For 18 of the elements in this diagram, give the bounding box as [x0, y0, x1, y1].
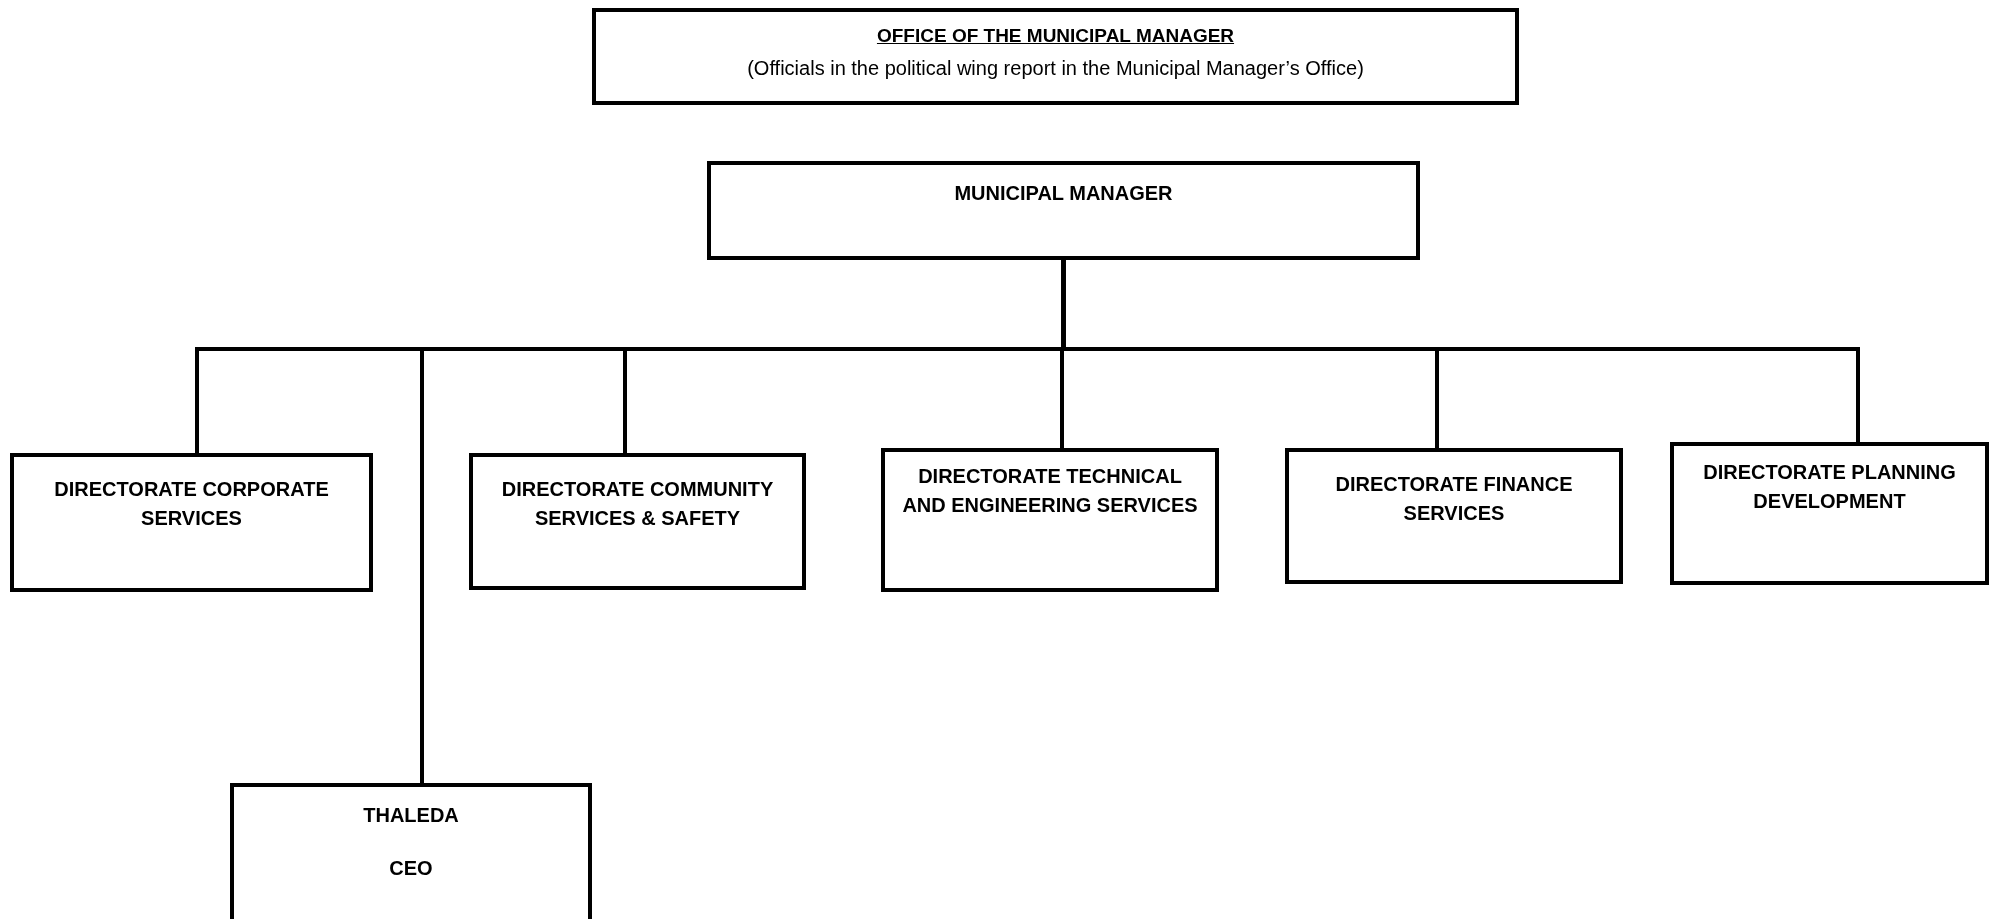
office-note: (Officials in the political wing report in the Municipal Manager’s Office): [747, 55, 1364, 81]
office-heading: OFFICE OF THE MUNICIPAL MANAGER: [876, 24, 1235, 48]
directorate-box: [1670, 442, 1989, 585]
box-subtitle: CEO: [389, 856, 433, 881]
directorate-box: [469, 453, 806, 590]
box-title: DIRECTORATE COMMUNITY SERVICES & SAFETY: [500, 477, 775, 531]
box-title: DIRECTORATE FINANCE SERVICES: [1334, 472, 1574, 526]
directorate-box: [881, 448, 1219, 592]
office-box: [592, 8, 1519, 105]
manager-box: [707, 161, 1420, 260]
directorate-box: [10, 453, 373, 592]
box-title: THALEDA: [363, 803, 459, 828]
box-title: DIRECTORATE CORPORATE SERVICES: [53, 477, 330, 531]
box-title: DIRECTORATE PLANNING DEVELOPMENT: [1702, 460, 1957, 514]
box-title: DIRECTORATE TECHNICAL AND ENGINEERING SERVICES: [901, 464, 1199, 518]
box-title: MUNICIPAL MANAGER: [954, 181, 1173, 206]
directorate-box: [1285, 448, 1623, 584]
entity-box: [230, 783, 592, 919]
